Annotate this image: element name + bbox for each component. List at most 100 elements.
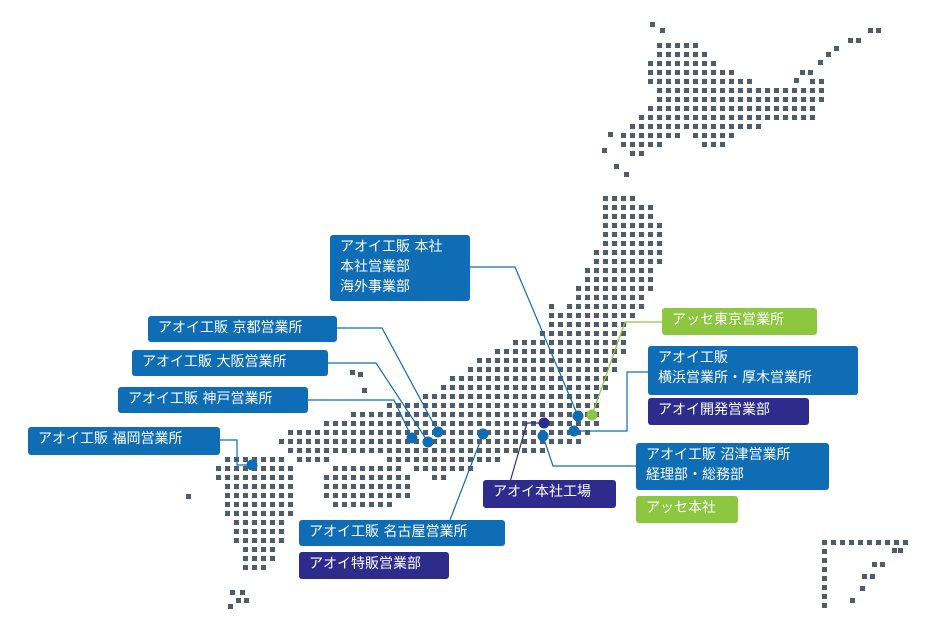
map-dot — [252, 547, 257, 552]
map-dot — [648, 70, 653, 75]
marker-nagoya[interactable] — [477, 428, 489, 440]
nagoya-label-text: アオイ工販 名古屋営業所 — [309, 524, 468, 540]
map-dot — [324, 421, 329, 426]
map-dot — [261, 547, 266, 552]
map-dot — [585, 295, 590, 300]
map-dot — [639, 115, 644, 120]
map-dot — [558, 322, 563, 327]
map-dot — [243, 520, 248, 525]
label-numazu[interactable]: アオイ工販 沼津営業所 経理部・総務部 — [636, 443, 829, 490]
map-dot — [612, 313, 617, 318]
marker-fukuoka[interactable] — [246, 459, 258, 471]
map-dot — [621, 277, 626, 282]
marker-numazu[interactable] — [537, 430, 549, 442]
map-dot — [549, 394, 554, 399]
map-dot — [603, 349, 608, 354]
map-dot — [495, 439, 500, 444]
label-asse-honsha[interactable]: アッセ本社 — [636, 496, 738, 523]
map-dot — [459, 466, 464, 471]
honsha-line-3: 海外事業部 — [340, 279, 410, 295]
label-kyoto[interactable]: アオイ工販 京都営業所 — [148, 316, 337, 342]
map-dot — [333, 484, 338, 489]
map-dot — [333, 475, 338, 480]
map-dot — [783, 106, 788, 111]
map-dot — [657, 61, 662, 66]
marker-asse-tokyo[interactable] — [586, 409, 598, 421]
map-dot — [711, 70, 716, 75]
map-dot — [602, 148, 607, 153]
map-dot — [549, 439, 554, 444]
map-dot — [504, 349, 509, 354]
map-dot — [621, 142, 626, 147]
map-dot — [684, 43, 689, 48]
map-dot — [594, 268, 599, 273]
map-dot — [486, 457, 491, 462]
label-asse-tokyo[interactable]: アッセ東京営業所 — [662, 308, 817, 335]
marker-honsha-kojo[interactable] — [538, 417, 550, 429]
map-dot — [279, 484, 284, 489]
map-dot — [378, 421, 383, 426]
map-dot — [243, 538, 248, 543]
map-dot — [747, 97, 752, 102]
map-dot — [720, 142, 725, 147]
honsha-line-1: アオイ工販 本社 — [340, 239, 443, 255]
map-dot — [522, 421, 527, 426]
map-dot — [522, 439, 527, 444]
map-dot — [856, 38, 861, 43]
map-dot — [230, 590, 235, 595]
map-dot — [288, 511, 293, 516]
map-dot — [630, 151, 635, 156]
map-dot — [576, 340, 581, 345]
map-dot — [360, 421, 365, 426]
map-dot — [378, 475, 383, 480]
map-dot — [666, 97, 671, 102]
label-honsha[interactable]: アオイ工販 本社 本社営業部 海外事業部 — [330, 235, 470, 301]
map-dot — [387, 430, 392, 435]
map-dot — [765, 97, 770, 102]
map-dot — [540, 349, 545, 354]
map-dot — [648, 133, 653, 138]
map-dot — [186, 494, 191, 499]
map-dot — [459, 385, 464, 390]
marker-osaka[interactable] — [422, 436, 434, 448]
map-dot — [819, 88, 824, 93]
map-dot — [414, 430, 419, 435]
label-nagoya[interactable]: アオイ工販 名古屋営業所 — [299, 520, 505, 546]
map-dot — [585, 403, 590, 408]
map-dot — [414, 403, 419, 408]
map-dot — [225, 484, 230, 489]
marker-honsha[interactable] — [572, 410, 584, 422]
label-kobe[interactable]: アオイ工販 神戸営業所 — [118, 387, 308, 413]
yokohama-line-1: アオイ工販 — [658, 350, 728, 366]
label-fukuoka[interactable]: アオイ工販 福岡営業所 — [28, 427, 220, 455]
map-dot — [468, 376, 473, 381]
map-dot — [630, 241, 635, 246]
label-kaihatsu[interactable]: アオイ開発営業部 — [648, 398, 809, 425]
leader-line-honsha-kojo — [509, 422, 544, 483]
map-dot — [558, 430, 563, 435]
map-dot — [540, 448, 545, 453]
map-dot — [612, 304, 617, 309]
map-dot — [612, 295, 617, 300]
map-dot — [747, 124, 752, 129]
map-dot — [396, 403, 401, 408]
map-dot — [819, 97, 824, 102]
map-dot — [450, 403, 455, 408]
map-dot — [576, 421, 581, 426]
map-dot — [513, 412, 518, 417]
label-honsha-kojo[interactable]: アオイ本社工場 — [483, 480, 616, 508]
label-yokohama[interactable]: アオイ工販 横浜営業所・厚木営業所 — [648, 346, 858, 395]
marker-kyoto[interactable] — [432, 426, 444, 438]
map-dot — [711, 106, 716, 111]
map-dot — [225, 502, 230, 507]
label-tokubai[interactable]: アオイ特販営業部 — [299, 552, 449, 579]
marker-yokohama[interactable] — [568, 425, 580, 437]
map-dot — [594, 322, 599, 327]
map-dot — [648, 232, 653, 237]
map-dot — [567, 367, 572, 372]
map-dot — [360, 412, 365, 417]
map-dot — [477, 448, 482, 453]
marker-kobe[interactable] — [406, 432, 418, 444]
asse-tokyo-label-text: アッセ東京営業所 — [672, 312, 784, 328]
label-osaka[interactable]: アオイ工販 大阪営業所 — [132, 350, 328, 376]
